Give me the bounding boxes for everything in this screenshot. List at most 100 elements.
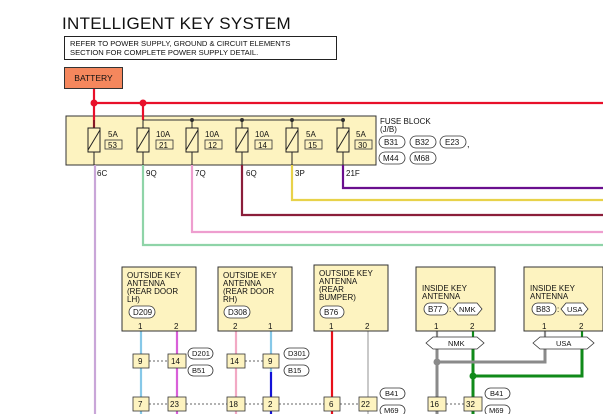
splice-dot bbox=[90, 99, 98, 107]
fuse-number: 53 bbox=[108, 141, 117, 150]
svg-text:B41: B41 bbox=[385, 389, 398, 398]
svg-text:1: 1 bbox=[329, 322, 334, 331]
svg-text:1: 1 bbox=[542, 322, 547, 331]
terminal-row1: 9 14 14 9 bbox=[132, 353, 280, 369]
fuse-labels: 5A 53 10A 21 10A 12 10A 14 5A 15 5A 30 6… bbox=[97, 130, 373, 178]
svg-text:OUTSIDE KEY: OUTSIDE KEY bbox=[223, 271, 277, 280]
connector-d308: D308 bbox=[228, 308, 248, 317]
wire-fuse21 bbox=[141, 165, 603, 247]
svg-text:23: 23 bbox=[170, 400, 179, 409]
svg-text:RH): RH) bbox=[223, 295, 238, 304]
svg-text:ANTENNA: ANTENNA bbox=[422, 292, 461, 301]
wire-fuse15 bbox=[290, 165, 603, 202]
fuse-21-icon bbox=[136, 120, 150, 165]
svg-text:B51: B51 bbox=[192, 366, 205, 375]
fuse-amps: 10A bbox=[205, 130, 220, 139]
antenna-rh: OUTSIDE KEY ANTENNA (REAR DOOR RH) D308 … bbox=[217, 266, 293, 332]
power-supply-note: REFER TO POWER SUPPLY, GROUND & CIRCUIT … bbox=[64, 36, 337, 60]
svg-text:1: 1 bbox=[268, 322, 273, 331]
battery-box: BATTERY bbox=[64, 67, 123, 89]
connector-b76: B76 bbox=[324, 308, 339, 317]
fuse-block bbox=[65, 115, 377, 166]
wire-fuse14 bbox=[240, 165, 603, 217]
svg-text:ANTENNA: ANTENNA bbox=[223, 279, 262, 288]
connector-d209: D209 bbox=[133, 308, 153, 317]
battery-feed bbox=[90, 89, 603, 128]
svg-text:6: 6 bbox=[329, 400, 334, 409]
svg-text:ANTENNA: ANTENNA bbox=[319, 277, 358, 286]
fuse-15-icon bbox=[285, 120, 299, 165]
fuse-terminal: 6C bbox=[97, 169, 107, 178]
antenna-inside-usa: INSIDE KEY ANTENNA B83 : USA 1 2 bbox=[523, 266, 603, 332]
page-title: INTELLIGENT KEY SYSTEM bbox=[62, 14, 291, 33]
svg-text:M69: M69 bbox=[384, 406, 399, 414]
fuse-30-icon bbox=[336, 120, 350, 165]
svg-text:FUSE BLOCK: FUSE BLOCK bbox=[380, 117, 431, 126]
svg-text:18: 18 bbox=[229, 400, 238, 409]
fuse-block-label: FUSE BLOCK (J/B) B31 B32 E23 , M44 M68 bbox=[378, 117, 470, 165]
fuse-number: 12 bbox=[208, 141, 217, 150]
connector-e23: E23 bbox=[445, 138, 460, 147]
fuse-number: 14 bbox=[258, 141, 267, 150]
svg-text:BUMPER): BUMPER) bbox=[319, 293, 356, 302]
svg-text:LH): LH) bbox=[127, 295, 140, 304]
svg-text:D301: D301 bbox=[288, 349, 306, 358]
splice-dot bbox=[139, 99, 147, 107]
connector-b31: B31 bbox=[384, 138, 399, 147]
fuse-number: 15 bbox=[308, 141, 317, 150]
fuse-output-wires bbox=[93, 165, 603, 414]
svg-text:M69: M69 bbox=[489, 406, 504, 414]
svg-text:OUTSIDE KEY: OUTSIDE KEY bbox=[319, 269, 373, 278]
fuse-amps: 10A bbox=[156, 130, 171, 139]
svg-text:9: 9 bbox=[268, 357, 273, 366]
connector-b83: B83 bbox=[536, 305, 551, 314]
svg-text:2: 2 bbox=[365, 322, 370, 331]
svg-text:D201: D201 bbox=[192, 349, 210, 358]
svg-text:,: , bbox=[467, 139, 470, 149]
fuse-amps: 5A bbox=[108, 130, 118, 139]
fuse-amps: 10A bbox=[255, 130, 270, 139]
svg-text:(J/B): (J/B) bbox=[380, 125, 397, 134]
svg-text:22: 22 bbox=[361, 400, 370, 409]
fuse-amps: 5A bbox=[306, 130, 316, 139]
fuse-amps: 5A bbox=[356, 130, 366, 139]
fuse-terminal: 3P bbox=[295, 169, 305, 178]
svg-text:9: 9 bbox=[138, 357, 143, 366]
variant-usa: USA bbox=[556, 339, 571, 348]
connector-m68: M68 bbox=[414, 154, 430, 163]
connector-callouts: D201 B51 D301 B15 B41 M69 B41 M69 bbox=[187, 347, 511, 414]
fuse-number: 21 bbox=[159, 141, 168, 150]
svg-text::: : bbox=[449, 305, 451, 314]
svg-text:14: 14 bbox=[171, 357, 180, 366]
svg-text:ANTENNA: ANTENNA bbox=[127, 279, 166, 288]
svg-text:2: 2 bbox=[233, 322, 238, 331]
svg-text:(REAR DOOR: (REAR DOOR bbox=[127, 287, 178, 296]
fuse-terminal: 21F bbox=[346, 169, 360, 178]
wire-fuse12 bbox=[190, 165, 603, 234]
fuse-terminal: 7Q bbox=[195, 169, 206, 178]
antenna-lh: OUTSIDE KEY ANTENNA (REAR DOOR LH) D209 … bbox=[121, 266, 197, 332]
svg-text:ANTENNA: ANTENNA bbox=[530, 292, 569, 301]
svg-text:7: 7 bbox=[138, 400, 143, 409]
connector-m44: M44 bbox=[383, 154, 399, 163]
svg-text:1: 1 bbox=[434, 322, 439, 331]
svg-text:32: 32 bbox=[466, 400, 475, 409]
fuse-53-icon bbox=[87, 120, 101, 165]
fuse-symbols bbox=[87, 120, 350, 165]
svg-text:B15: B15 bbox=[288, 366, 301, 375]
wire-fuse30 bbox=[341, 165, 603, 190]
fuse-number: 30 bbox=[358, 141, 367, 150]
svg-text:NMK: NMK bbox=[459, 305, 476, 314]
antenna-bumper: OUTSIDE KEY ANTENNA (REAR BUMPER) B76 1 … bbox=[313, 264, 389, 332]
fuse-terminal: 6Q bbox=[246, 169, 257, 178]
svg-text:2: 2 bbox=[268, 400, 273, 409]
svg-text::: : bbox=[557, 305, 559, 314]
terminal-row2: 7 23 18 2 6 22 16 32 bbox=[132, 396, 483, 412]
svg-text:2: 2 bbox=[174, 322, 179, 331]
connector-b77: B77 bbox=[428, 305, 443, 314]
variant-labels: NMK USA bbox=[425, 336, 595, 350]
svg-text:B41: B41 bbox=[490, 389, 503, 398]
svg-text:INSIDE KEY: INSIDE KEY bbox=[422, 284, 468, 293]
svg-text:USA: USA bbox=[567, 305, 582, 314]
